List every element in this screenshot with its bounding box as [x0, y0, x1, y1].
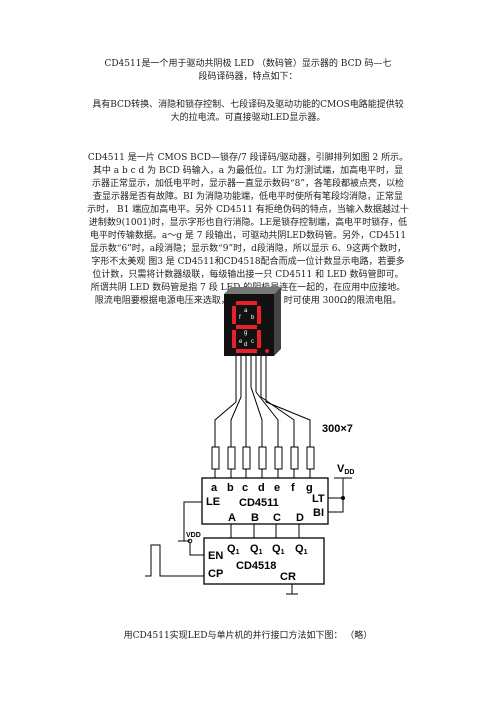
cd4518-name: CD4518	[236, 560, 276, 572]
seg-label-a: a	[244, 308, 248, 314]
cd4511-name: CD4511	[239, 497, 279, 509]
seg-label-g: g	[244, 330, 247, 336]
resistor-b	[227, 446, 236, 470]
description-line: 示器正常显示，加低电平时，显示器一直显示数码“8”，各笔段都被点亮，以检	[92, 179, 404, 189]
segment-b	[257, 306, 261, 324]
cd4511-chip	[201, 477, 329, 525]
resistor-a	[211, 446, 220, 470]
resistor-e	[274, 446, 283, 470]
caption: 用CD4511实现LED与单片机的并行接口方法如下图： （略）	[123, 631, 373, 641]
cd4511-le-pin: LE	[206, 496, 220, 508]
segment-a	[236, 301, 257, 305]
cd4511-out-f: f	[291, 482, 295, 494]
cd4518-chip	[203, 537, 325, 585]
resistor-c	[242, 446, 251, 470]
resistor-g	[306, 446, 315, 470]
cd4518-q1-b: Q1	[250, 543, 263, 556]
seg-label-e: e	[239, 339, 243, 345]
cd4511-out-e: e	[274, 482, 280, 494]
cd4518-q1-c: Q1	[272, 543, 285, 556]
description-line: 其中 a b c d 为 BCD 码输入，a 为最低位。LT 为灯测试端，加高电…	[92, 166, 404, 176]
seg-label-b: b	[251, 315, 255, 321]
segment-dp	[265, 349, 269, 353]
vdd-en-label: VDD	[186, 532, 201, 539]
cd4511-bi-pin: BI	[313, 507, 324, 519]
cd4511-out-g: g	[306, 482, 313, 494]
cd4511-in-b: B	[251, 512, 259, 524]
cd4518-cp-pin: CP	[208, 568, 223, 580]
segment-g	[236, 325, 257, 329]
features-line-1: 具有BCD转换、消隐和锁存控制、七段译码及驱动功能的CMOS电路能提供较	[92, 100, 404, 110]
seg-label-c: c	[251, 339, 254, 345]
cd4511-out-b: b	[227, 482, 234, 494]
seg-label-d: d	[244, 342, 247, 348]
resistor-f	[290, 446, 299, 470]
clock-pulse	[145, 544, 204, 577]
resistor-d	[258, 446, 267, 470]
segment-c	[257, 330, 261, 348]
cd4511-out-d: d	[258, 482, 265, 494]
description-line: 位计数，只需将计数器级联，每级输出接一只 CD4511 和 LED 数码管即可。	[92, 270, 404, 280]
vdd-right-label: VDD	[337, 463, 354, 476]
cd4511-in-c: C	[273, 512, 281, 524]
features-line-2: 大的拉电流。可直接驱动LED显示器。	[170, 113, 326, 123]
description-line: 查显示器是否有故障。BI 为消隐功能端，低电平时使所有笔段均消隐，正常显	[92, 192, 404, 202]
intro-line-1: CD4511是一个用于驱动共阴极 LED （数码管）显示器的 BCD 码—七	[104, 59, 392, 69]
description-line: 电平时传输数据。a～g 是 7 段输出，可驱动共阴LED数码管。另外，CD451…	[89, 231, 407, 241]
seg-label-f: f	[239, 315, 241, 321]
description-line: 进制数9(1001)时，显示字形也自行消隐。LE是锁存控制端，高电平时锁存，低	[88, 218, 408, 228]
cd4511-in-a: A	[228, 512, 236, 524]
segment-e	[232, 330, 236, 348]
cd4511-in-d: D	[296, 512, 304, 524]
cd4511-lt-pin: LT	[312, 493, 325, 505]
description-line: 字形不太美观 图3 是 CD4511和CD4518配合而成一位计数显示电路，若要…	[91, 257, 405, 267]
cd4518-q1-a: Q1	[227, 543, 240, 556]
resistor-label: 300×7	[322, 423, 353, 435]
description-line: CD4511 是一片 CMOS BCD—锁存/7 段译码/驱动器，引脚排列如图 …	[87, 153, 409, 163]
segment-f	[232, 306, 236, 324]
segment-d	[236, 349, 257, 353]
cd4518-q1-d: Q1	[295, 543, 308, 556]
intro-line-2: 段码译码器，特点如下：	[198, 72, 298, 82]
cd4511-out-a: a	[211, 482, 218, 494]
description-line: 示时， B1 端应加高电平。另外 CD4511 有拒绝伪码的特点，当输入数据越过…	[87, 205, 409, 215]
cd4518-en-pin: EN	[208, 550, 223, 562]
cd4518-cr-pin: CR	[280, 571, 296, 583]
description-line: 显示数“6”时，a段消隐；显示数“9”时，d段消隐，所以显示 6、9这两个数时，	[89, 244, 407, 254]
cd4511-out-c: c	[242, 482, 248, 494]
